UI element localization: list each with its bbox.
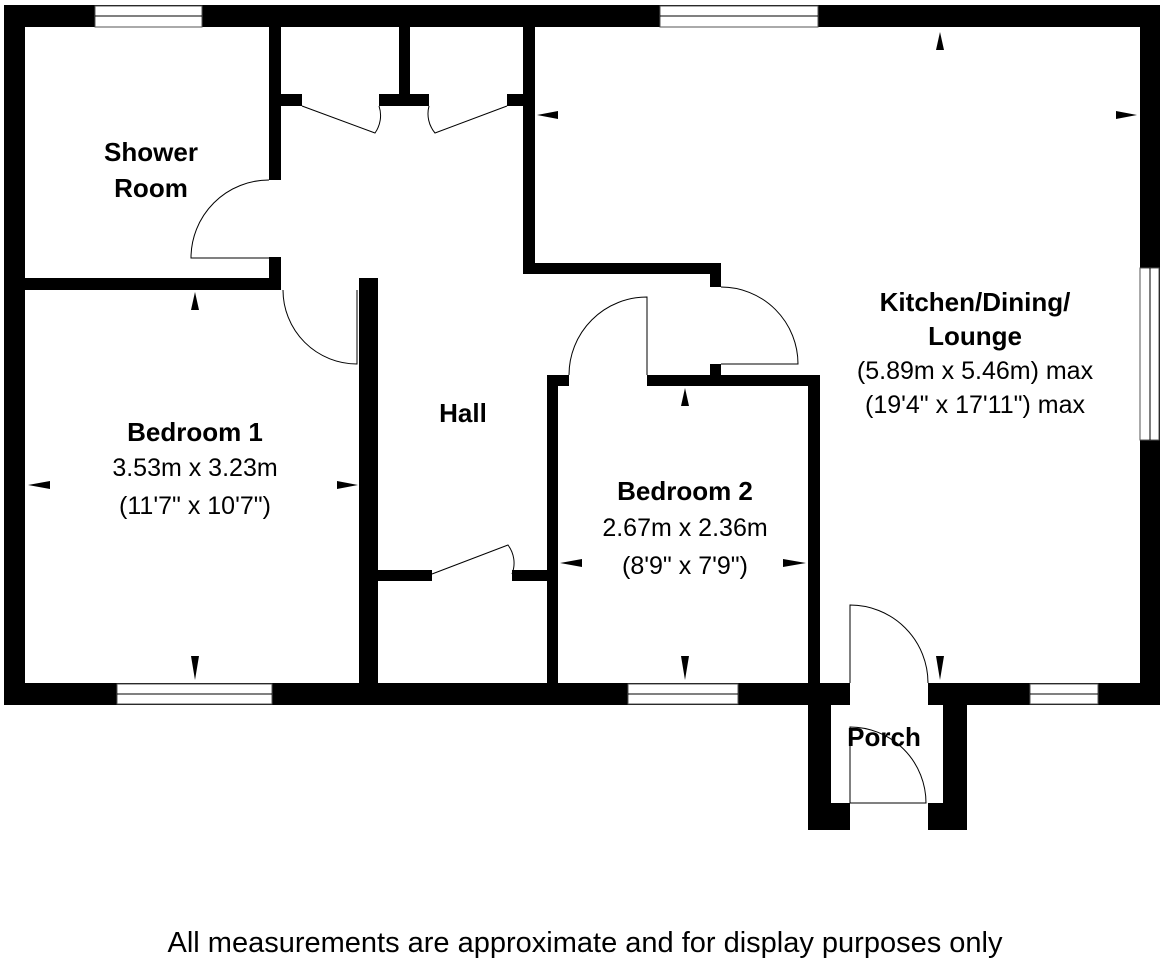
arrow-icon — [783, 559, 806, 567]
cupboard-door-left — [301, 105, 382, 134]
bedroom2-metric: 2.67m x 2.36m — [602, 514, 767, 542]
bedroom1-label: Bedroom 1 — [127, 417, 263, 447]
kitchen-metric: (5.89m x 5.46m) max — [857, 357, 1094, 385]
kitchen-label: Kitchen/Dining/ — [880, 287, 1071, 317]
front-door — [849, 726, 927, 804]
shower-room-label: Shower — [104, 137, 198, 167]
doors — [190, 105, 929, 804]
bedroom2-imperial: (8'9" x 7'9") — [622, 552, 748, 580]
arrow-icon — [681, 388, 689, 406]
kitchen-door — [720, 286, 799, 365]
kitchen-label: Lounge — [928, 321, 1022, 351]
arrow-icon — [537, 111, 558, 119]
bedroom1-imperial: (11'7" x 10'7") — [119, 492, 271, 520]
bedroom1-metric: 3.53m x 3.23m — [112, 454, 277, 482]
arrow-icon — [936, 32, 944, 50]
bedroom2-door — [568, 296, 648, 376]
arrow-icon — [191, 656, 199, 680]
window — [94, 5, 203, 28]
room-labels: Shower Room Bedroom 1 3.53m x 3.23m (11'… — [104, 137, 1094, 752]
window — [1139, 267, 1160, 441]
window — [627, 683, 739, 705]
dimension-arrows — [28, 32, 1137, 680]
arrow-icon — [681, 656, 689, 680]
hall-label: Hall — [439, 398, 487, 428]
arrow-icon — [560, 559, 582, 567]
window — [659, 5, 819, 28]
shower-door — [190, 179, 270, 259]
arrow-icon — [1116, 111, 1137, 119]
arrow-icon — [936, 656, 944, 680]
porch-label: Porch — [847, 722, 921, 752]
cupboard-door-right — [427, 105, 508, 134]
windows — [94, 5, 1160, 705]
bedroom1-door — [282, 289, 358, 365]
bedroom2-label: Bedroom 2 — [617, 476, 753, 506]
hall-cupboard-door — [431, 544, 515, 575]
porch-inner-door — [849, 604, 929, 684]
window — [1029, 683, 1099, 705]
disclaimer-footer: All measurements are approximate and for… — [168, 927, 1003, 959]
arrow-icon — [337, 481, 358, 489]
kitchen-imperial: (19'4" x 17'11") max — [865, 391, 1085, 419]
arrow-icon — [28, 481, 50, 489]
shower-room-label: Room — [114, 173, 188, 203]
window — [116, 683, 273, 705]
arrow-icon — [191, 292, 199, 310]
